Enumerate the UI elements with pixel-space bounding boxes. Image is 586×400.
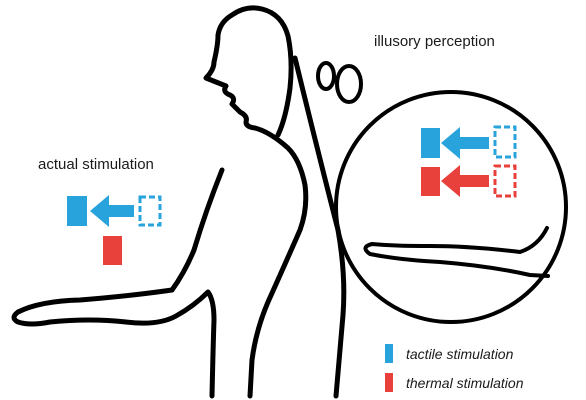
illusory-tactile-arrow-icon xyxy=(441,127,489,159)
illusory-perception-circle xyxy=(336,92,566,322)
actual-tactile-block xyxy=(67,196,87,226)
illusory-stimulation-group xyxy=(421,127,515,197)
legend-tactile-label: tactile stimulation xyxy=(406,346,514,362)
illusory-thermal-dashed-box-icon xyxy=(495,166,515,196)
actual-thermal-block xyxy=(103,236,122,265)
illusory-tactile-dashed-box-icon xyxy=(495,127,515,157)
thought-bubbles-icon xyxy=(318,63,361,102)
illusory-perception-label: illusory perception xyxy=(374,33,495,50)
actual-stimulation-group xyxy=(67,195,160,265)
illusory-thermal-block xyxy=(421,167,440,196)
actual-left-arrow-icon xyxy=(90,195,134,227)
illusory-thermal-arrow-icon xyxy=(441,165,489,197)
legend-thermal-label: thermal stimulation xyxy=(406,375,524,391)
actual-dashed-target-box-icon xyxy=(140,197,160,225)
legend-thermal-swatch xyxy=(385,373,393,392)
perceived-arm-icon xyxy=(365,228,548,276)
legend-tactile-swatch xyxy=(385,344,393,363)
human-silhouette-icon xyxy=(14,8,344,396)
legend: tactile stimulation thermal stimulation xyxy=(385,344,524,392)
actual-stimulation-label: actual stimulation xyxy=(38,156,154,173)
illusory-tactile-block xyxy=(421,128,440,158)
